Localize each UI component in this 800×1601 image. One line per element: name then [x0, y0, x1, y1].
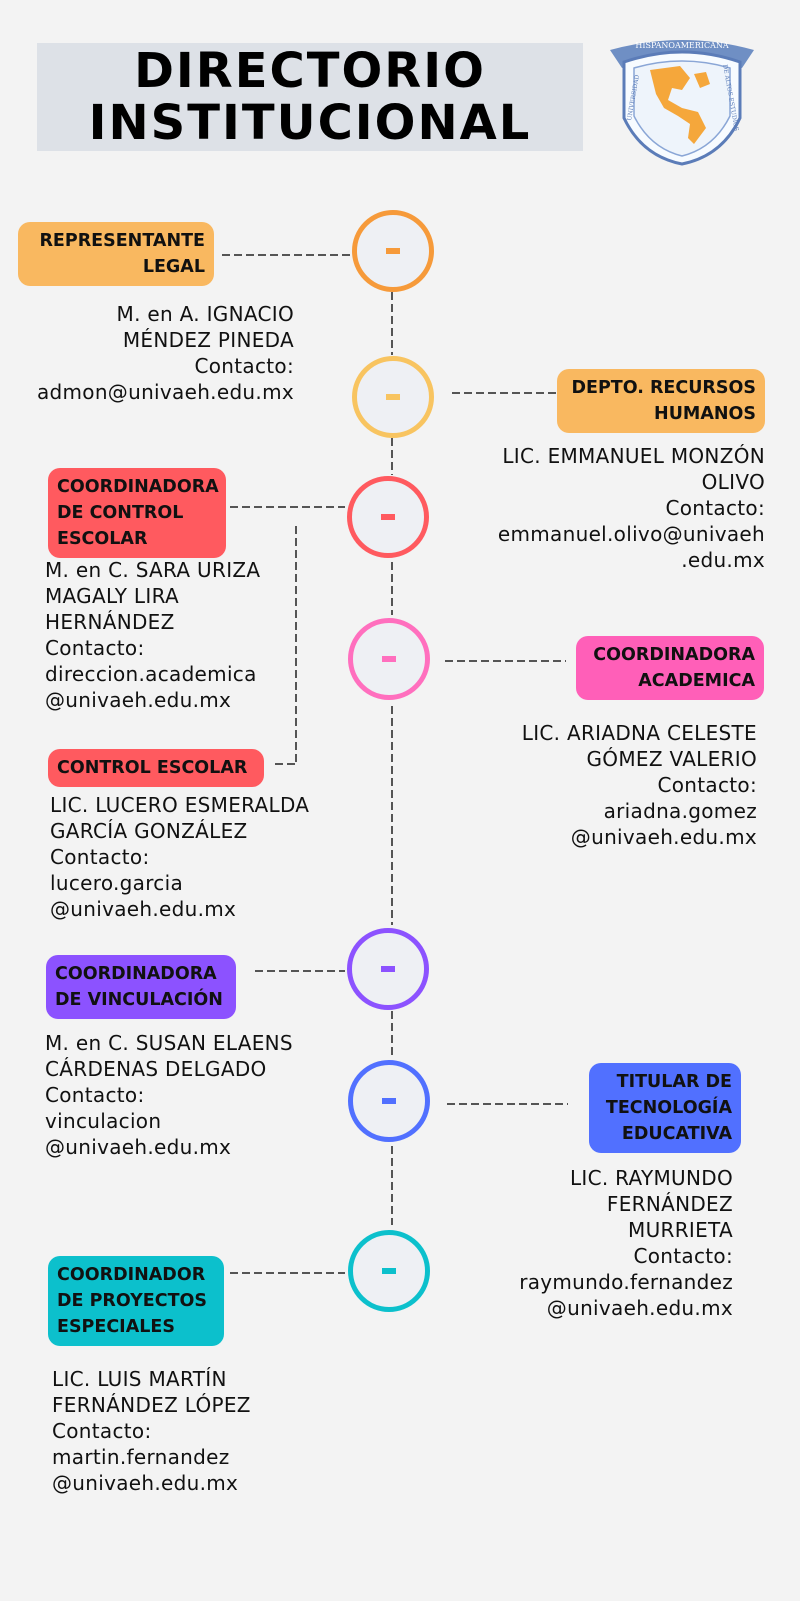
timeline-node-control	[347, 476, 429, 558]
node-marker	[382, 1268, 396, 1274]
role-label-proyectos: COORDINADOR DE PROYECTOS ESPECIALES	[48, 1256, 224, 1346]
contact-academica: LIC. ARIADNA CELESTE GÓMEZ VALERIO Conta…	[521, 721, 757, 849]
timeline-node-vinculacion	[347, 928, 429, 1010]
contact-vinculacion: M. en C. SUSAN ELAENS CÁRDENAS DELGADO C…	[45, 1031, 293, 1159]
page-title-line1: DIRECTORIO	[134, 43, 486, 99]
timeline-node-representante	[352, 210, 434, 292]
role-label-coord-control: COORDINADORA DE CONTROL ESCOLAR	[48, 468, 226, 558]
timeline-node-academica	[348, 618, 430, 700]
node-marker	[382, 656, 396, 662]
contact-proyectos: LIC. LUIS MARTÍN FERNÁNDEZ LÓPEZ Contact…	[52, 1367, 251, 1495]
page-title-line2: INSTITUCIONAL	[88, 95, 532, 151]
logo-text-top: HISPANOAMERICANA	[635, 41, 728, 50]
timeline-node-rh	[352, 356, 434, 438]
university-logo: HISPANOAMERICANA UNIVERSIDAD DE ALTOS ES…	[610, 40, 754, 166]
contact-representante: M. en A. IGNACIO MÉNDEZ PINEDA Contacto:…	[36, 302, 294, 404]
contact-rh: LIC. EMMANUEL MONZÓN OLIVO Contacto: emm…	[497, 444, 765, 572]
node-marker	[381, 514, 395, 520]
node-marker	[382, 1098, 396, 1104]
role-label-representante: REPRESENTANTE LEGAL	[18, 222, 214, 286]
contact-control-escolar: LIC. LUCERO ESMERALDA GARCÍA GONZÁLEZ Co…	[50, 793, 310, 921]
node-marker	[386, 248, 400, 254]
role-label-control-escolar: CONTROL ESCOLAR	[48, 749, 264, 787]
timeline-node-tecnologia	[348, 1060, 430, 1142]
contact-coord-control: M. en C. SARA URIZA MAGALY LIRA HERNÁNDE…	[45, 558, 261, 712]
node-marker	[386, 394, 400, 400]
role-label-rh: DEPTO. RECURSOS HUMANOS	[557, 369, 765, 433]
role-label-academica: COORDINADORA ACADEMICA	[576, 636, 764, 700]
title-banner: DIRECTORIO INSTITUCIONAL	[37, 43, 583, 151]
node-marker	[381, 966, 395, 972]
role-label-vinculacion: COORDINADORA DE VINCULACIÓN	[46, 955, 236, 1019]
timeline-node-proyectos	[348, 1230, 430, 1312]
contact-tecnologia: LIC. RAYMUNDO FERNÁNDEZ MURRIETA Contact…	[519, 1166, 733, 1320]
role-label-tecnologia: TITULAR DE TECNOLOGÍA EDUCATIVA	[589, 1063, 741, 1153]
